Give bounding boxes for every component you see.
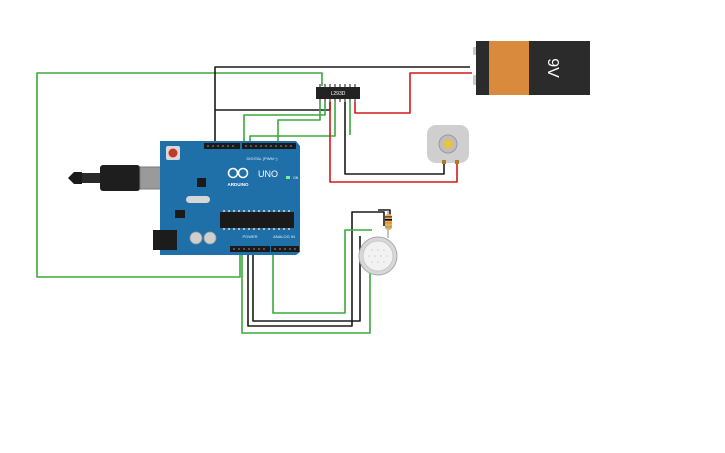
power-jack[interactable] bbox=[153, 230, 177, 250]
arduino-brand: ARDUINO bbox=[228, 182, 249, 187]
crystal bbox=[186, 196, 210, 203]
wire-green-chip-d2[interactable] bbox=[277, 100, 321, 142]
power-led bbox=[286, 176, 290, 179]
chip-label: L293D bbox=[331, 91, 346, 97]
motor-shaft bbox=[443, 139, 453, 149]
resistor-band-1 bbox=[385, 216, 392, 218]
capacitor-1 bbox=[189, 231, 203, 245]
usb-plug-body bbox=[100, 165, 140, 191]
atmega-chip bbox=[220, 212, 294, 228]
wire-black-chip-digital[interactable] bbox=[215, 100, 331, 111]
sound-sensor[interactable] bbox=[358, 236, 398, 276]
wire-black-chip-motor[interactable] bbox=[344, 100, 445, 175]
usb-cable[interactable] bbox=[68, 165, 169, 191]
resistor[interactable] bbox=[385, 210, 392, 238]
power-led-label: ON bbox=[293, 176, 299, 180]
atmega-chip-pins bbox=[223, 210, 290, 230]
battery-case bbox=[489, 41, 529, 95]
battery-label: 9V bbox=[544, 58, 561, 78]
capacitor-2 bbox=[203, 231, 217, 245]
wire-green-chip-d3[interactable] bbox=[249, 100, 336, 142]
wire-black-sensor-gnd[interactable] bbox=[247, 226, 376, 327]
driver-chip[interactable]: L293D bbox=[316, 84, 360, 102]
digital-header-label: DIGITAL (PWM~) bbox=[247, 156, 279, 161]
resistor-band-3 bbox=[385, 222, 392, 224]
arduino-logo-icon bbox=[227, 167, 249, 179]
chip-body bbox=[316, 87, 360, 99]
wire-black-sensor-2[interactable] bbox=[252, 236, 361, 322]
power-header-label: POWER bbox=[242, 234, 257, 239]
chip-pins-bottom bbox=[319, 99, 356, 102]
motor-terminal-right bbox=[455, 160, 459, 164]
wire-red-chip-motor[interactable] bbox=[329, 100, 458, 183]
wire-red-chip-battery[interactable] bbox=[354, 72, 472, 114]
analog-header-label: ANALOG IN bbox=[273, 234, 295, 239]
battery-label-band bbox=[529, 41, 590, 95]
digital-header-pins bbox=[207, 145, 292, 147]
resistor-band-2 bbox=[385, 219, 392, 221]
resistor-band-4 bbox=[385, 226, 392, 228]
motor-terminal-left bbox=[442, 160, 446, 164]
sensor-mesh bbox=[362, 240, 394, 272]
wire-black-sensor-1[interactable] bbox=[351, 211, 385, 238]
wire-green-left-loop[interactable] bbox=[36, 72, 323, 278]
usb-cable-neck bbox=[82, 173, 100, 183]
chip-pins-top bbox=[319, 84, 356, 88]
wire-green-chip-d1[interactable] bbox=[243, 100, 326, 142]
reset-button-cap bbox=[168, 148, 178, 158]
wires bbox=[36, 66, 472, 334]
wire-black-chip-battery[interactable] bbox=[214, 66, 470, 141]
usb-chip bbox=[197, 178, 206, 187]
sensor-mesh-dots bbox=[368, 249, 388, 263]
wire-green-sensor-analog[interactable] bbox=[272, 229, 372, 314]
usb-cable-tip bbox=[68, 172, 82, 184]
battery-9v[interactable]: 9V bbox=[473, 41, 590, 95]
regulator bbox=[175, 210, 185, 218]
digital-header-right[interactable] bbox=[242, 143, 296, 149]
battery-cap bbox=[476, 41, 489, 95]
arduino-uno[interactable]: DIGITAL (PWM~) ARDUINO UNO ON bbox=[153, 141, 300, 255]
bottom-header-pins bbox=[233, 248, 296, 250]
dc-motor[interactable] bbox=[427, 125, 469, 164]
arduino-model: UNO bbox=[258, 169, 278, 179]
